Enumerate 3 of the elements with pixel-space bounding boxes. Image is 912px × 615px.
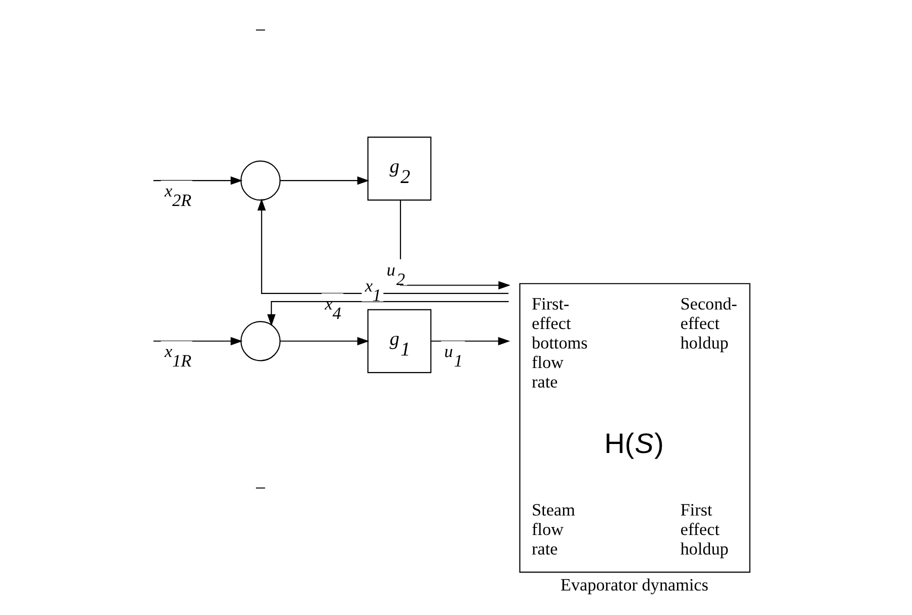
label: − [254, 20, 266, 42]
node-label: Evaporator dynamics [560, 575, 708, 594]
label: − [254, 478, 266, 500]
